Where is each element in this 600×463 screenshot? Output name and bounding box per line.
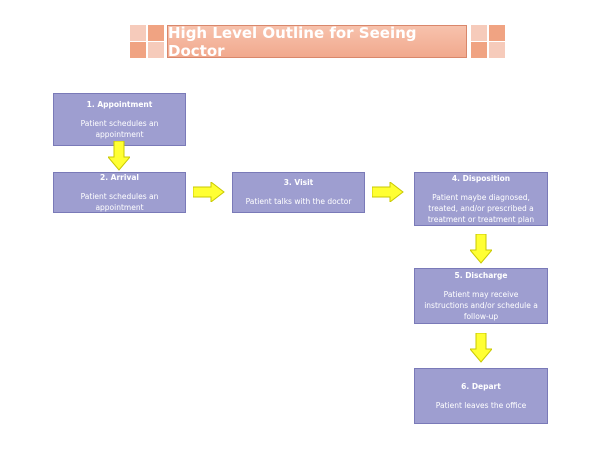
step-description: Patient schedules an appointment [80, 118, 159, 139]
title-decoration-square [130, 42, 146, 58]
step-description: Patient maybe diagnosed, treated, and/or… [427, 192, 535, 224]
title-decoration-square [148, 25, 164, 41]
title-decoration-square [148, 42, 164, 58]
title-decoration-square [471, 25, 487, 41]
arrow-down-icon [108, 141, 130, 171]
step-arrival: 2. Arrival Patient schedules an appointm… [53, 172, 186, 213]
step-title: 1. Appointment [86, 99, 153, 109]
step-disposition: 4. Disposition Patient maybe diagnosed, … [414, 172, 548, 226]
arrow-right-icon [372, 182, 404, 202]
step-description: Patient talks with the doctor [245, 197, 352, 206]
step-title: 4. Disposition [451, 173, 511, 183]
step-title: 6. Depart [461, 381, 501, 391]
title-decoration-square [489, 25, 505, 41]
step-title: 2. Arrival [100, 172, 139, 182]
page-title: High Level Outline for Seeing Doctor [167, 24, 467, 60]
arrow-down-icon [470, 234, 492, 264]
step-discharge: 5. Discharge Patient may receive instruc… [414, 268, 548, 324]
step-visit: 3. Visit Patient talks with the doctor [232, 172, 365, 213]
step-title: 3. Visit [283, 178, 314, 187]
step-depart: 6. Depart Patient leaves the office [414, 368, 548, 424]
arrow-down-icon [470, 333, 492, 363]
step-appointment: 1. Appointment Patient schedules an appo… [53, 93, 186, 146]
step-title: 5. Discharge [454, 270, 508, 280]
title-decoration-square [489, 42, 505, 58]
step-description: Patient schedules an appointment [80, 191, 159, 212]
title-decoration-square [471, 42, 487, 58]
title-decoration-square [130, 25, 146, 41]
step-description: Patient may receive instructions and/or … [424, 289, 538, 321]
arrow-right-icon [193, 182, 225, 202]
step-description: Patient leaves the office [435, 400, 527, 410]
